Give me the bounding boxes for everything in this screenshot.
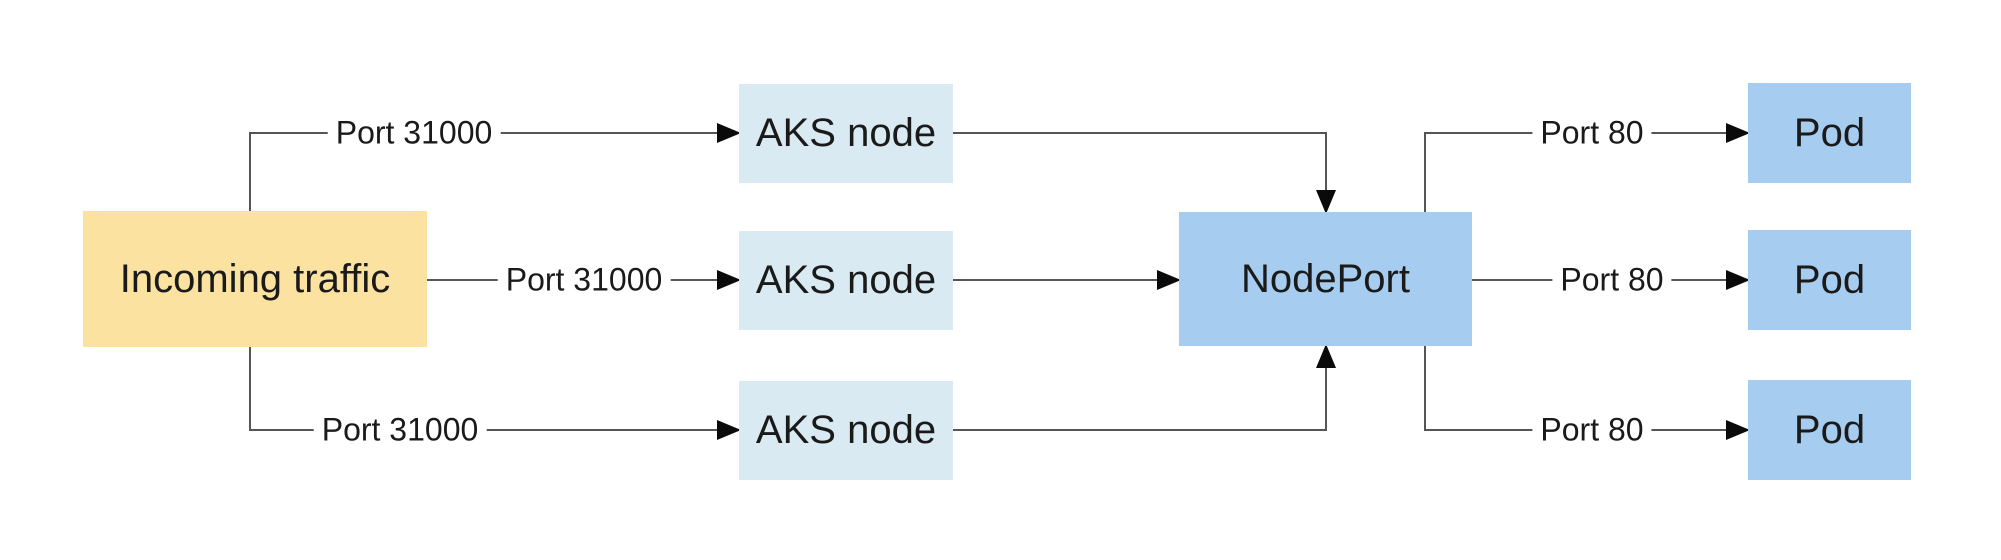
connector-incoming-to-aks3 (249, 347, 741, 440)
node-incoming-traffic-label: Incoming traffic (119, 256, 391, 301)
connector-aks1-to-nodeport (953, 132, 1336, 214)
node-pod-1: Pod (1748, 83, 1911, 183)
node-aks-node-2-label: AKS node (755, 258, 937, 302)
node-pod-1-label: Pod (1793, 110, 1866, 155)
connector-aks3-to-nodeport (953, 344, 1336, 431)
node-pod-3-label: Pod (1793, 407, 1866, 452)
node-nodeport: NodePort (1179, 212, 1472, 346)
node-nodeport-label: NodePort (1241, 256, 1410, 301)
edge-label-port-31000-3: Port 31000 (313, 412, 487, 448)
connector-incoming-to-aks1 (249, 123, 741, 211)
node-aks-node-3: AKS node (739, 381, 953, 480)
edge-label-port-80-1: Port 80 (1532, 115, 1652, 151)
node-aks-node-1-label: AKS node (755, 111, 937, 155)
node-incoming-traffic: Incoming traffic (83, 211, 427, 347)
edge-label-port-80-2: Port 80 (1552, 262, 1672, 298)
node-pod-2: Pod (1748, 230, 1911, 330)
node-aks-node-1: AKS node (739, 84, 953, 183)
edge-label-port-31000-2: Port 31000 (497, 262, 671, 298)
node-aks-node-2: AKS node (739, 231, 953, 330)
edge-label-port-80-3: Port 80 (1532, 412, 1652, 448)
node-aks-node-3-label: AKS node (755, 408, 937, 452)
edge-label-port-31000-1: Port 31000 (327, 115, 501, 151)
node-pod-2-label: Pod (1793, 257, 1866, 302)
node-pod-3: Pod (1748, 380, 1911, 480)
